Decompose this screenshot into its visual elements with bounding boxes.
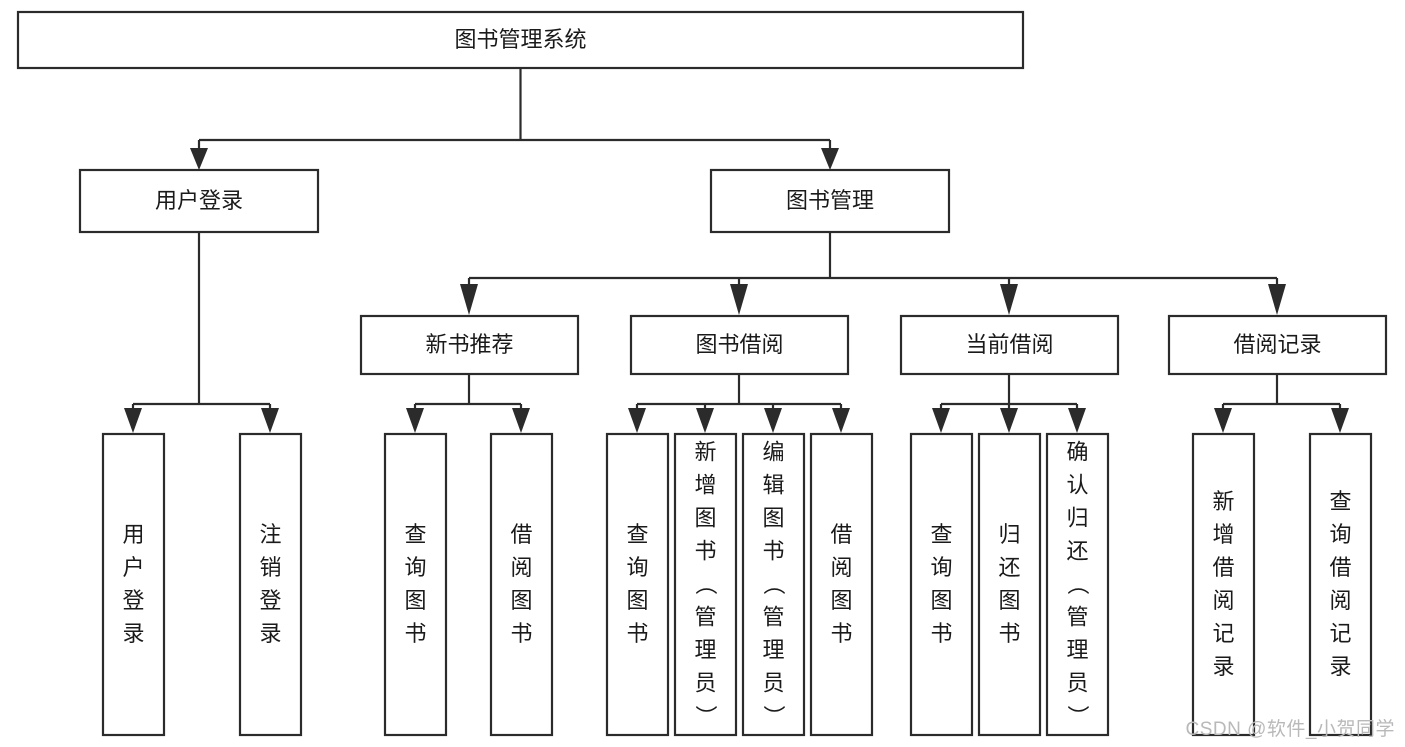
node-leaf-edit-book-admin[interactable]: 编辑图书管理员 （ ）: [741, 432, 806, 737]
vertical-rotated-glyph: （: [693, 573, 718, 595]
node-leaf-user-login[interactable]: 用户登录: [101, 432, 166, 737]
node-borrow-record-box[interactable]: [1167, 314, 1388, 376]
vertical-rotated-glyph: ）: [1065, 705, 1090, 727]
node-leaf-user-logout-label: 注销登录: [259, 522, 281, 646]
arrowhead-leaf-query-book-rec: [406, 408, 424, 433]
node-leaf-borrow-book-label: 借阅图书: [830, 522, 852, 646]
node-leaf-user-logout[interactable]: 注销登录: [238, 432, 303, 737]
node-leaf-query-book-current-box[interactable]: [909, 432, 974, 737]
arrowhead-leaf-add-borrow-record: [1214, 408, 1232, 433]
node-leaf-query-borrow-record-label: 查询借阅记录: [1329, 489, 1351, 679]
node-book-manage[interactable]: 图书管理: [709, 168, 951, 234]
node-leaf-add-borrow-record-box[interactable]: [1191, 432, 1256, 737]
vertical-rotated-glyph: ）: [693, 705, 718, 727]
node-new-book-rec[interactable]: 新书推荐: [359, 314, 580, 376]
node-leaf-add-book-admin-label: 新增图书管理员: [694, 440, 716, 696]
node-current-borrow[interactable]: 当前借阅: [899, 314, 1120, 376]
node-user-login-box[interactable]: [78, 168, 320, 234]
arrowhead-leaf-borrow-book-rec: [512, 408, 530, 433]
node-leaf-add-borrow-record-label: 新增借阅记录: [1212, 489, 1234, 679]
arrowhead-new-book-rec: [460, 284, 478, 315]
node-book-borrow-box[interactable]: [629, 314, 850, 376]
node-leaf-confirm-return-admin[interactable]: 确认归还管理员 （ ）: [1045, 432, 1110, 737]
node-leaf-return-book[interactable]: 归还图书: [977, 432, 1042, 737]
arrowhead-leaf-query-borrow-record: [1331, 408, 1349, 433]
node-leaf-confirm-return-admin-box[interactable]: [1045, 432, 1110, 737]
node-leaf-user-logout-box[interactable]: [238, 432, 303, 737]
node-leaf-edit-book-admin-label: 编辑图书管理员: [762, 440, 784, 696]
arrowhead-borrow-record: [1268, 284, 1286, 315]
node-user-login[interactable]: 用户登录: [78, 168, 320, 234]
node-leaf-add-book-admin-box[interactable]: [673, 432, 738, 737]
node-new-book-rec-box[interactable]: [359, 314, 580, 376]
node-root-label: 图书管理系统: [454, 27, 586, 52]
vertical-rotated-glyph: （: [761, 573, 786, 595]
node-leaf-borrow-book-box[interactable]: [809, 432, 874, 737]
arrowhead-leaf-query-book-current: [932, 408, 950, 433]
node-leaf-borrow-book-rec[interactable]: 借阅图书: [489, 432, 554, 737]
node-leaf-borrow-book[interactable]: 借阅图书: [809, 432, 874, 737]
node-leaf-confirm-return-admin-label: 确认归还管理员: [1066, 440, 1088, 696]
arrowhead-current-borrow: [1000, 284, 1018, 315]
arrowhead-leaf-user-login: [124, 408, 142, 433]
arrowhead-leaf-user-logout: [261, 408, 279, 433]
node-leaf-query-book-borrow-label: 查询图书: [626, 522, 648, 646]
arrowhead-leaf-confirm-return-admin: [1068, 408, 1086, 433]
node-borrow-record[interactable]: 借阅记录: [1167, 314, 1388, 376]
node-borrow-record-label: 借阅记录: [1233, 332, 1321, 357]
node-root-box[interactable]: [16, 10, 1025, 70]
node-book-borrow-label: 图书借阅: [695, 332, 783, 357]
arrowhead-book-borrow: [730, 284, 748, 315]
node-leaf-borrow-book-rec-box[interactable]: [489, 432, 554, 737]
node-root[interactable]: 图书管理系统: [16, 10, 1025, 70]
node-book-borrow[interactable]: 图书借阅: [629, 314, 850, 376]
node-leaf-user-login-label: 用户登录: [122, 522, 144, 646]
node-leaf-user-login-box[interactable]: [101, 432, 166, 737]
node-leaf-query-book-current-label: 查询图书: [930, 522, 952, 646]
node-current-borrow-label: 当前借阅: [965, 332, 1053, 357]
node-user-login-label: 用户登录: [155, 188, 243, 213]
arrowhead-leaf-return-book: [1000, 408, 1018, 433]
node-leaf-query-book-rec-box[interactable]: [383, 432, 448, 737]
arrowhead-book-manage: [821, 148, 839, 170]
node-new-book-rec-label: 新书推荐: [425, 332, 513, 357]
node-leaf-edit-book-admin-box[interactable]: [741, 432, 806, 737]
node-leaf-borrow-book-rec-label: 借阅图书: [510, 522, 532, 646]
node-leaf-query-book-current[interactable]: 查询图书: [909, 432, 974, 737]
node-leaf-query-book-rec[interactable]: 查询图书: [383, 432, 448, 737]
node-leaf-add-book-admin[interactable]: 新增图书管理员 （ ）: [673, 432, 738, 737]
vertical-rotated-glyph: ）: [761, 705, 786, 727]
node-leaf-query-book-borrow-box[interactable]: [605, 432, 670, 737]
node-book-manage-box[interactable]: [709, 168, 951, 234]
arrowhead-leaf-query-book-borrow: [628, 408, 646, 433]
node-leaf-query-borrow-record[interactable]: 查询借阅记录: [1308, 432, 1373, 737]
arrowhead-leaf-add-book-admin: [696, 408, 714, 433]
node-leaf-query-book-borrow[interactable]: 查询图书: [605, 432, 670, 737]
node-current-borrow-box[interactable]: [899, 314, 1120, 376]
arrowhead-leaf-edit-book-admin: [764, 408, 782, 433]
node-leaf-return-book-label: 归还图书: [998, 522, 1020, 646]
node-book-manage-label: 图书管理: [786, 188, 874, 213]
arrowhead-user-login: [190, 148, 208, 170]
node-leaf-query-book-rec-label: 查询图书: [404, 522, 426, 646]
arrowhead-leaf-borrow-book: [832, 408, 850, 433]
edges-layer: [124, 68, 1349, 433]
node-leaf-query-borrow-record-box[interactable]: [1308, 432, 1373, 737]
node-leaf-return-book-box[interactable]: [977, 432, 1042, 737]
node-leaf-add-borrow-record[interactable]: 新增借阅记录: [1191, 432, 1256, 737]
vertical-rotated-glyph: （: [1065, 573, 1090, 595]
